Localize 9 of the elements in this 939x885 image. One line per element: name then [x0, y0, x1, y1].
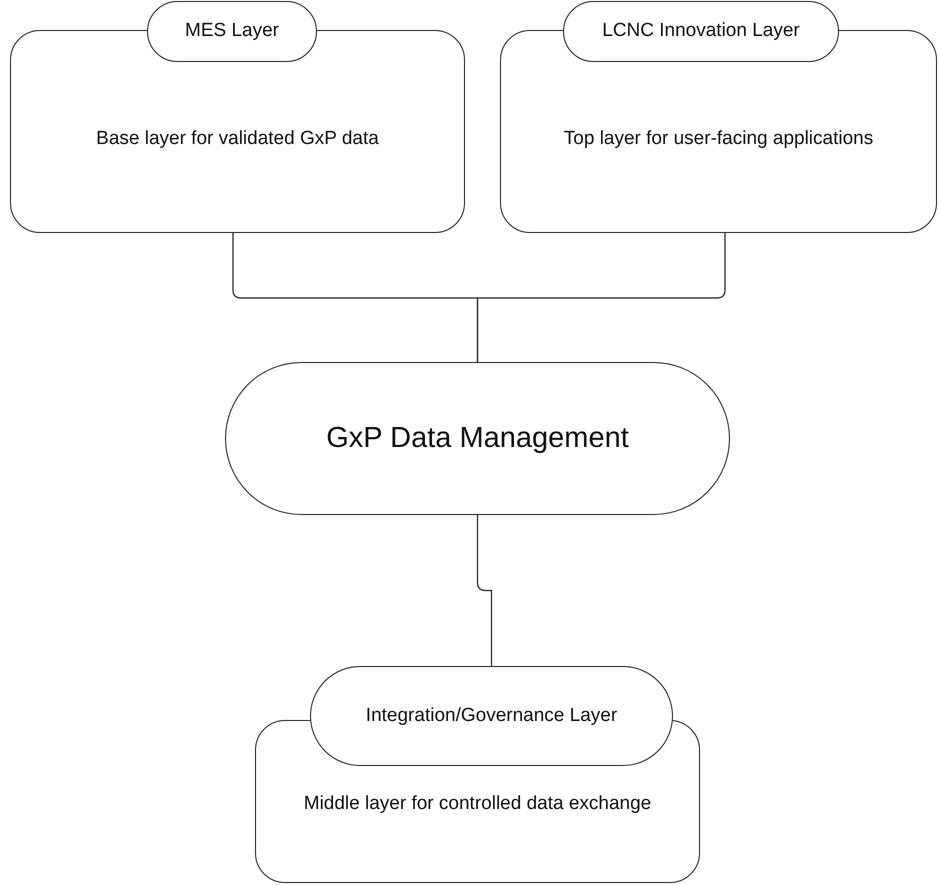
layer-title-pill: LCNC Innovation Layer: [563, 1, 839, 62]
connector-line: [476, 515, 492, 666]
layer-title-pill: Integration/Governance Layer: [310, 666, 673, 766]
layer-title-pill: MES Layer: [147, 1, 317, 62]
layer-description: Top layer for user-facing applications: [564, 128, 874, 149]
layer-description: Middle layer for controlled data exchange: [304, 793, 652, 814]
layer-description: Base layer for validated GxP data: [96, 128, 379, 149]
central-hub-pill: GxP Data Management: [225, 362, 730, 515]
connector-line: [476, 233, 726, 362]
